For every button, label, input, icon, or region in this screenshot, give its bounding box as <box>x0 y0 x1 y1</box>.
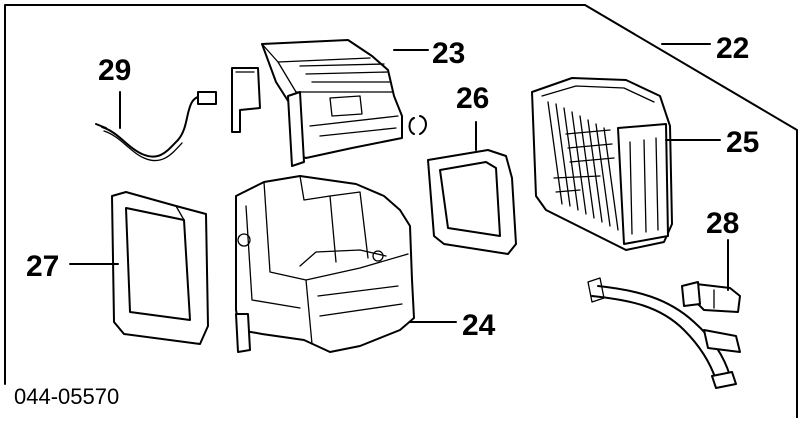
callout-27: 27 <box>26 250 59 283</box>
callout-24: 24 <box>462 309 496 342</box>
callout-28: 28 <box>706 207 739 240</box>
lower-case-24 <box>235 175 415 353</box>
wire-harness-29 <box>95 91 217 162</box>
assembly-boundary <box>4 4 798 419</box>
evaporator-core-25 <box>531 77 673 251</box>
expansion-valve-28 <box>681 281 741 313</box>
gasket-26 <box>427 149 517 255</box>
gasket-27 <box>111 191 209 345</box>
callout-25: 25 <box>726 126 759 159</box>
callout-26: 26 <box>456 82 489 115</box>
callout-22: 22 <box>716 32 749 65</box>
callout-29: 29 <box>98 54 131 87</box>
upper-case-23 <box>231 39 427 167</box>
callout-23: 23 <box>432 37 465 70</box>
diagram-code: 044-05570 <box>14 384 119 409</box>
refrigerant-pipes <box>587 277 741 389</box>
